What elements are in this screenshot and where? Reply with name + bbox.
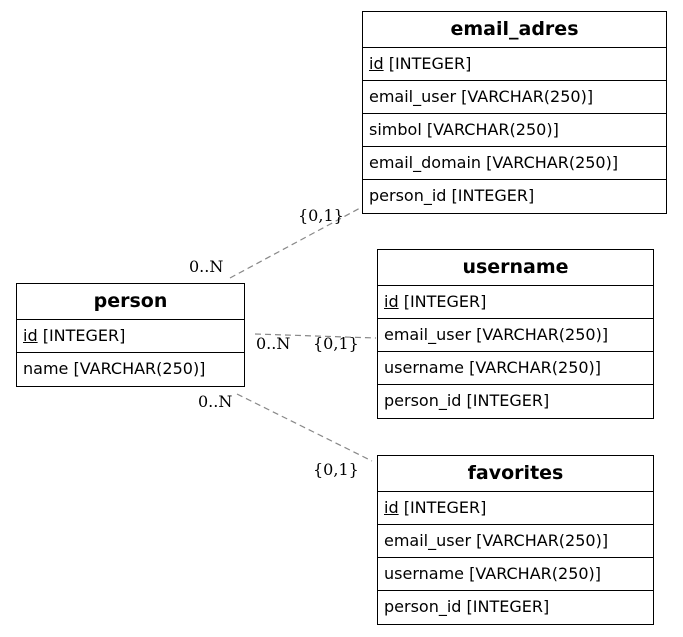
entity-person[interactable]: person id [INTEGER] name [VARCHAR(250)] [16,283,245,387]
primary-key-type: [INTEGER] [42,326,126,345]
entity-username[interactable]: username id [INTEGER] email_user [VARCHA… [377,249,654,419]
primary-key: id [23,326,38,345]
field-row: id [INTEGER] [378,286,653,319]
field-row: username [VARCHAR(250)] [378,352,653,385]
primary-key-type: [INTEGER] [403,498,487,517]
field-row: name [VARCHAR(250)] [23,359,206,378]
field-row: username [VARCHAR(250)] [378,558,653,591]
field-row: person_id [INTEGER] [384,391,550,410]
cardinality-favorites: {0,1} [313,460,359,479]
relation-line-username [254,333,377,339]
field-row: email_user [VARCHAR(250)] [378,525,653,558]
entity-title: favorites [378,456,653,492]
cardinality-person-username: 0..N [256,334,291,353]
cardinality-username: {0,1} [313,334,359,353]
cardinality-email-adres: {0,1} [298,206,344,225]
entity-email-adres[interactable]: email_adres id [INTEGER] email_user [VAR… [362,11,667,214]
entity-title: email_adres [363,12,666,48]
cardinality-person-email-adres: 0..N [189,257,224,276]
field-row: person_id [INTEGER] [384,597,550,616]
field-row: person_id [INTEGER] [369,186,535,205]
field-row: id [INTEGER] [378,492,653,525]
relation-line-favorites [236,393,373,462]
primary-key: id [369,54,384,73]
relation-line-email-adres [229,206,363,279]
field-row: simbol [VARCHAR(250)] [363,114,666,147]
field-row: email_user [VARCHAR(250)] [378,319,653,352]
primary-key-type: [INTEGER] [388,54,472,73]
field-row: id [INTEGER] [17,320,244,353]
primary-key-type: [INTEGER] [403,292,487,311]
entity-favorites[interactable]: favorites id [INTEGER] email_user [VARCH… [377,455,654,625]
field-row: email_domain [VARCHAR(250)] [363,147,666,180]
entity-title: person [17,284,244,320]
field-row: id [INTEGER] [363,48,666,81]
cardinality-person-favorites: 0..N [198,392,233,411]
primary-key: id [384,292,399,311]
entity-title: username [378,250,653,286]
field-row: email_user [VARCHAR(250)] [363,81,666,114]
primary-key: id [384,498,399,517]
